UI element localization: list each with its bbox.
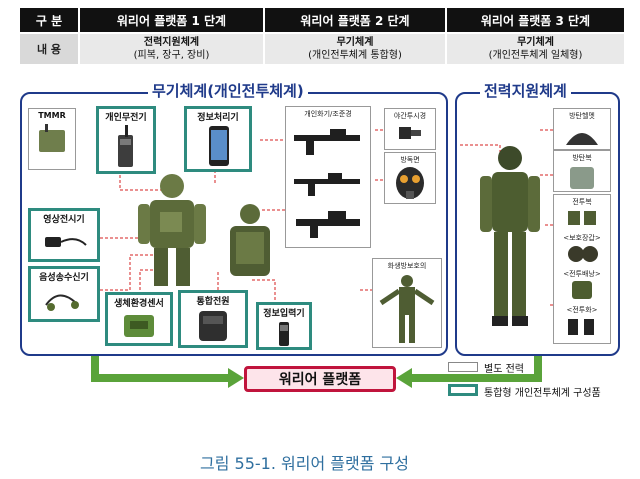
pack-label: <전투배낭>	[554, 269, 610, 279]
night-vision-label: 야간투시경	[385, 111, 435, 121]
helmet-label: 방탄헬멧	[554, 111, 610, 121]
chem-suit-box: 화생방보호의	[372, 258, 442, 348]
video-display-box: 영상전시기	[28, 208, 100, 262]
battery-icon	[181, 307, 245, 345]
legend-integrated-swatch	[448, 384, 478, 396]
input-device-box: 정보입력기	[256, 302, 312, 350]
chem-suit-label: 화생방보호의	[373, 261, 441, 271]
rifles-icon	[286, 119, 370, 247]
headset-icon	[31, 283, 97, 319]
info-processor-label: 정보처리기	[187, 110, 249, 123]
night-vision-goggles-icon	[385, 121, 435, 149]
vest-label: 방탄복	[554, 153, 610, 163]
combat-suit-icon	[554, 207, 610, 229]
helmet-icon	[554, 121, 610, 149]
legend-integrated-label: 통합형 개인전투체계 구성품	[484, 384, 601, 399]
legend-separate-swatch	[448, 362, 478, 372]
bio-sensor-label: 생체환경센서	[108, 296, 170, 309]
boots-label: <전투화>	[554, 305, 610, 315]
helmet-box: 방탄헬멧	[553, 108, 611, 150]
firearms-box: 개인화기/조준경	[285, 106, 371, 248]
warrior-platform-label: 워리어 플랫폼	[244, 366, 396, 392]
input-device-icon	[259, 319, 309, 349]
soldier-stage2-figure-icon	[120, 168, 220, 288]
gloves-label: <보호장갑>	[554, 233, 610, 243]
figure-caption: 그림 55-1. 워리어 플랫폼 구성	[200, 450, 409, 474]
firearms-label: 개인화기/조준경	[286, 109, 370, 119]
gas-mask-box: 방독면	[384, 152, 436, 204]
bio-sensor-box: 생체환경센서	[105, 292, 173, 346]
input-device-label: 정보입력기	[259, 306, 309, 319]
combat-suit-box: 전투복 <보호장갑> <전투배낭> <전투화>	[553, 194, 611, 344]
radio-icon	[99, 123, 153, 171]
soldier-stage3-figure-icon	[470, 140, 550, 340]
power-box: 통합전원	[178, 290, 248, 348]
backpack-icon	[554, 279, 610, 301]
smartphone-icon	[187, 123, 249, 171]
legend-separate-label: 별도 전력	[484, 360, 524, 375]
combat-suit-label: 전투복	[554, 197, 610, 207]
boots-icon	[554, 315, 610, 337]
video-display-icon	[31, 225, 97, 259]
video-display-label: 영상전시기	[31, 212, 97, 225]
gloves-icon	[554, 243, 610, 265]
gas-mask-label: 방독면	[385, 155, 435, 165]
audio-transceiver-box: 음성송수신기	[28, 266, 100, 322]
vest-box: 방탄복	[553, 150, 611, 192]
tmmr-device-icon	[29, 120, 75, 160]
gas-mask-icon	[385, 165, 435, 203]
tmmr-box: TMMR	[28, 108, 76, 170]
radio-box: 개인무전기	[96, 106, 156, 174]
info-processor-box: 정보처리기	[184, 106, 252, 172]
tmmr-label: TMMR	[29, 111, 75, 120]
power-label: 통합전원	[181, 294, 245, 307]
sensor-device-icon	[108, 309, 170, 343]
soldier-back-figure-icon	[218, 200, 282, 292]
audio-transceiver-label: 음성송수신기	[31, 270, 97, 283]
chem-suit-icon	[373, 271, 441, 347]
vest-icon	[554, 163, 610, 191]
night-vision-box: 야간투시경	[384, 108, 436, 150]
radio-label: 개인무전기	[99, 110, 153, 123]
